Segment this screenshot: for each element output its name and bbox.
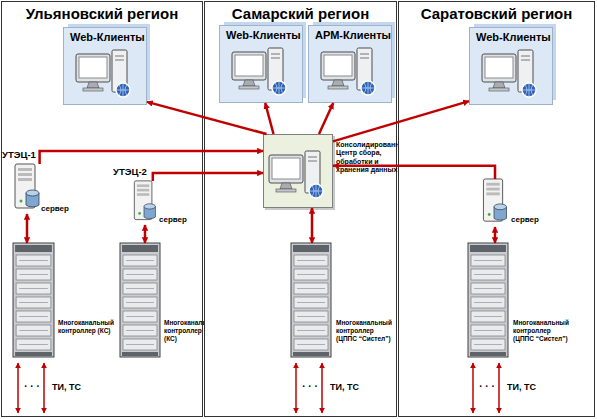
client-group-box: Web-Клиенты <box>219 25 303 103</box>
controller-node: Многоканальный контроллер (ЦППС “Систел”… <box>291 243 333 359</box>
region-panel: Самарский регионWeb-Клиенты АРМ-КлиентыКо… <box>204 1 397 417</box>
client-label: Web-Клиенты <box>70 31 146 44</box>
region-panel: Ульяновский регионWeb-КлиентыУТЭЦ-1серве… <box>1 1 203 417</box>
server-node: сервер <box>481 179 509 227</box>
data-center-label: Консолидированный Центр сбора, обработки… <box>336 141 400 175</box>
client-label: Web-Клиенты <box>476 31 552 44</box>
controller-node: Многоканальный контроллер (ЦППС “Систел”… <box>468 243 510 359</box>
controller-label: Многоканальный контроллер (ЦППС “Систел”… <box>513 319 573 342</box>
server-label: сервер <box>41 204 81 213</box>
server-name: УТЭЦ-2 <box>113 167 153 178</box>
ellipsis-mark: · · · <box>23 381 41 392</box>
signal-label: ТИ, ТС <box>507 382 551 392</box>
region-title: Самарский регион <box>205 5 396 22</box>
controller-label: Многоканальный контроллер (КС) <box>58 319 118 335</box>
controller-node: Многоканальный контроллер (КС) <box>13 243 56 359</box>
region-panel: Саратовский регионWeb-Клиенты серверМного… <box>398 1 595 417</box>
server-node: УТЭЦ-1сервер <box>13 164 41 214</box>
controller-label: Многоканальный контроллер (КС) <box>164 319 208 342</box>
ellipsis-mark: · · · <box>301 381 319 392</box>
client-group-box: Web-Клиенты <box>63 27 147 105</box>
server-node: УТЭЦ-2сервер <box>131 181 159 225</box>
controller-node: Многоканальный контроллер (КС) <box>120 243 162 359</box>
server-label: сервер <box>511 215 551 224</box>
client-label: АРМ-Клиенты <box>315 29 391 42</box>
signal-label: ТИ, ТС <box>330 382 374 392</box>
ellipsis-mark: · · · <box>478 381 496 392</box>
server-name: УТЭЦ-1 <box>2 150 42 161</box>
server-label: сервер <box>159 215 199 224</box>
client-group-box: Web-Клиенты <box>469 27 553 105</box>
client-label: Web-Клиенты <box>226 29 302 42</box>
region-title: Ульяновский регион <box>2 5 202 22</box>
controller-label: Многоканальный контроллер (ЦППС “Систел”… <box>336 319 396 342</box>
client-group-box: АРМ-Клиенты <box>308 25 392 103</box>
region-title: Саратовский регион <box>399 5 594 22</box>
data-center-box: Консолидированный Центр сбора, обработки… <box>263 134 333 208</box>
signal-label: ТИ, ТС <box>52 382 96 392</box>
